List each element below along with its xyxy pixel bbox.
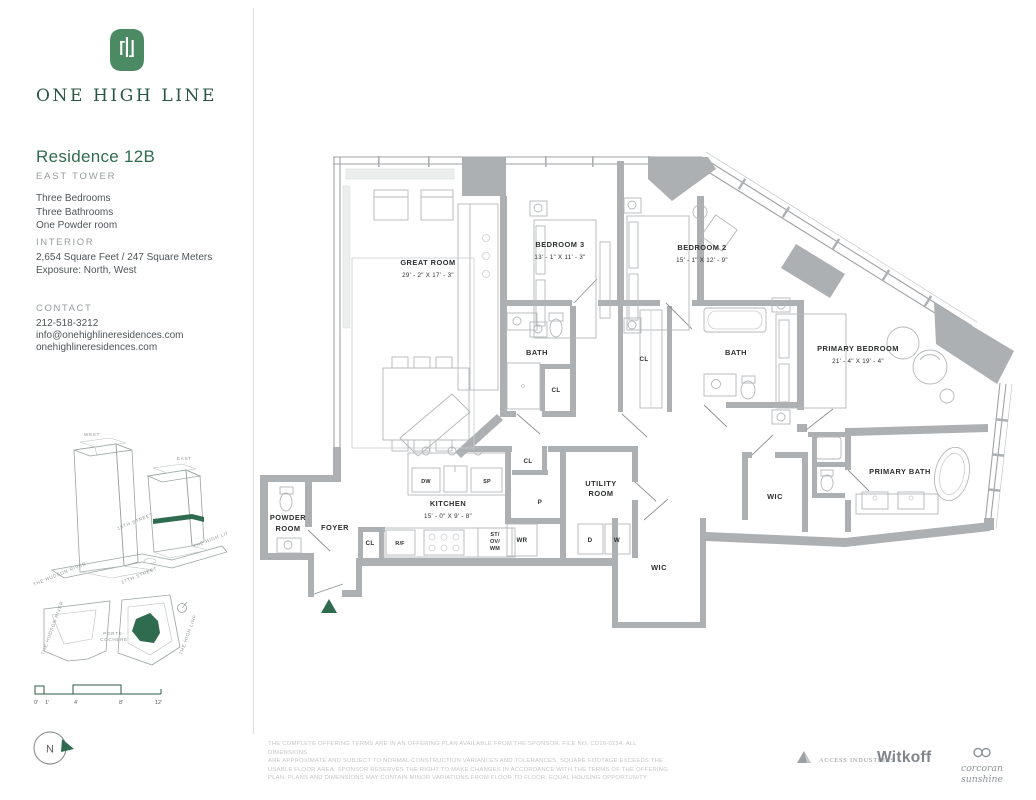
- disclaimer-line-4: PLAN. PLANS AND DIMENSIONS MAY CONTAIN M…: [268, 775, 648, 782]
- primary-bedroom-label: PRIMARY BEDROOM: [817, 344, 899, 353]
- legal-disclaimer: THE COMPLETE OFFERING TERMS ARE IN AN OF…: [268, 740, 668, 783]
- hudson-river-label: THE HUDSON RIVER: [33, 561, 88, 587]
- primary-bath-label: PRIMARY BATH: [869, 467, 931, 476]
- great-room-label: GREAT ROOM: [400, 258, 455, 267]
- walls: [260, 157, 1014, 628]
- disclaimer-line-3: USABLE FLOOR AREA. SPONSOR RESERVES THE …: [268, 766, 669, 773]
- powder-room-label-2: ROOM: [276, 524, 301, 533]
- access-triangle-icon: [797, 751, 811, 763]
- bedroom3-label: BEDROOM 3: [535, 240, 584, 249]
- scale-tick-0: 0': [34, 700, 38, 706]
- window-walls: [333, 151, 1013, 529]
- access-industries-logo: ACCESS INDUSTRIES: [795, 748, 895, 764]
- utility-room-label-2: ROOM: [589, 489, 614, 498]
- disclaimer-line-2: ARE APPROXIMATE AND SUBJECT TO NORMAL CO…: [268, 758, 664, 765]
- feature-bedrooms: Three Bedrooms: [36, 193, 111, 204]
- east-tower-label: EAST: [177, 456, 192, 461]
- contact-phone: 212-518-3212: [36, 318, 99, 329]
- north-compass: N: [33, 731, 74, 765]
- entry-marker-icon: [321, 599, 337, 613]
- bath1-closet-label: CL: [551, 387, 560, 394]
- sitemap-compass-icon: [177, 601, 188, 613]
- brand-emblem-icon: [109, 29, 144, 71]
- corcoran-sunshine-logo: corcoran sunshine: [942, 745, 1022, 785]
- scale-tick-8: 8': [119, 700, 123, 706]
- scale-bar: 0' 1' 4' 8' 12': [34, 684, 162, 706]
- kitchen-closet-label: CL: [365, 540, 374, 547]
- floor-plan: GREAT ROOM 29' - 2" X 17' - 3" BEDROOM 3…: [260, 151, 1014, 628]
- appliance-labels: DW SP R/F ST/ OV/ WM D W: [395, 479, 620, 552]
- stack-label-wm: WM: [490, 546, 500, 552]
- stack-label-st: ST/: [490, 532, 499, 538]
- sp-label: SP: [483, 479, 491, 485]
- pantry-label: P: [538, 499, 543, 506]
- wr-label: WR: [516, 537, 527, 544]
- contact-label: CONTACT: [36, 303, 93, 314]
- north-arrow-icon: [61, 739, 74, 752]
- dryer-label: D: [588, 537, 593, 544]
- corcoran-sunshine-label: corcoran sunshine: [960, 763, 1004, 785]
- sidebar-divider: [253, 8, 254, 734]
- podium-base: [50, 545, 227, 579]
- door-swings: [307, 278, 870, 595]
- area-text: 2,654 Square Feet / 247 Square Meters: [36, 252, 213, 263]
- hall-closet-label: CL: [639, 356, 648, 363]
- disclaimer-line-1: THE COMPLETE OFFERING TERMS ARE IN AN OF…: [268, 741, 637, 756]
- scale-tick-12: 12': [155, 700, 162, 706]
- residence-features: Three Bedrooms Three Bathrooms One Powde…: [36, 192, 117, 233]
- site-map: PORTE- COCHERE THE HUDSON RIVER THE HIGH…: [40, 594, 195, 666]
- west-tower: [73, 437, 139, 573]
- feature-powder: One Powder room: [36, 220, 118, 231]
- great-room-dims: 29' - 2" X 17' - 3": [402, 272, 454, 279]
- pantry-closet-label: CL: [523, 458, 532, 465]
- powder-room-label-1: POWDER: [270, 513, 306, 522]
- feature-bathrooms: Three Bathrooms: [36, 206, 114, 218]
- east-tower: [146, 463, 205, 553]
- bedroom3-dims: 13' - 1" X 11' - 3": [534, 254, 585, 261]
- west-tower-label: WEST: [84, 432, 100, 437]
- brand-logo: ONE HIGH LINE: [0, 28, 253, 106]
- scale-tick-4: 4': [74, 700, 78, 706]
- bath1-label: BATH: [526, 348, 548, 357]
- wic-large-label: WIC: [651, 563, 667, 572]
- stack-label-ov: OV/: [490, 539, 500, 545]
- tower-label: EAST TOWER: [36, 171, 117, 182]
- porte-cochere-label-2: COCHERE: [100, 637, 128, 642]
- wic-small-label: WIC: [767, 492, 783, 501]
- room-labels: GREAT ROOM 29' - 2" X 17' - 3" BEDROOM 3…: [270, 240, 931, 572]
- kitchen-label: KITCHEN: [430, 499, 466, 508]
- exposure-text: Exposure: North, West: [36, 265, 137, 276]
- bath2-label: BATH: [725, 348, 747, 357]
- bedroom2-dims: 15' - 1" X 12' - 9": [676, 257, 728, 264]
- primary-bedroom-dims: 21' - 4" X 19' - 4": [832, 358, 884, 365]
- sitemap-highline-label: THE HIGH LINE: [178, 614, 195, 656]
- access-industries-label: ACCESS INDUSTRIES: [819, 757, 895, 764]
- interior-label: INTERIOR: [36, 237, 95, 248]
- porte-cochere-label-1: PORTE-: [103, 631, 124, 636]
- building-footprint: [132, 613, 160, 643]
- bedroom2-label: BEDROOM 2: [677, 243, 726, 252]
- fridge-label: R/F: [395, 541, 405, 547]
- building-axon-illustration: WEST EAST 18TH STREET THE HIGH LINE THE …: [33, 432, 227, 587]
- residence-title: Residence 12B: [36, 147, 156, 166]
- washer-label: W: [614, 537, 620, 544]
- residence-floor-band: [153, 514, 204, 524]
- furniture: [276, 189, 971, 558]
- corcoran-mark-icon: [973, 747, 991, 758]
- foyer-label: FOYER: [321, 523, 349, 532]
- contact-website: onehighlineresidences.com: [36, 342, 158, 353]
- contact-email: info@onehighlineresidences.com: [36, 330, 184, 341]
- brand-wordmark: ONE HIGH LINE: [35, 86, 218, 106]
- dishwasher-label: DW: [421, 479, 431, 485]
- witkoff-logo: Witkoff: [877, 749, 932, 766]
- utility-room-label-1: UTILITY: [585, 479, 616, 488]
- north-label: N: [46, 744, 54, 756]
- kitchen-dims: 15' - 0" X 9' - 8": [424, 513, 472, 520]
- scale-tick-1: 1': [45, 700, 49, 706]
